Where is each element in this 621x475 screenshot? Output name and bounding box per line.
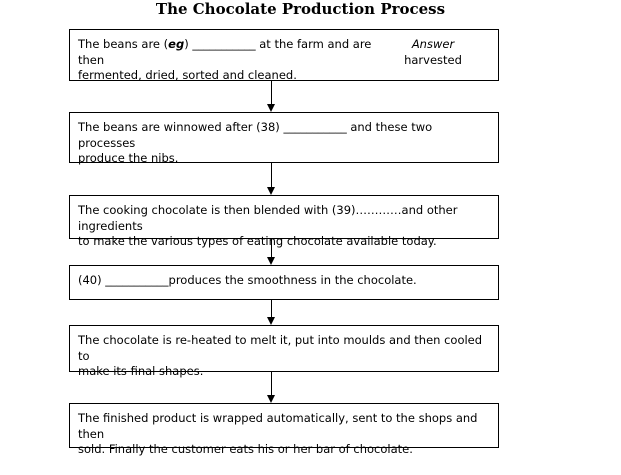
answer-value: harvested bbox=[404, 52, 462, 67]
step-4-after-blank: produces the smoothness in the chocolate… bbox=[168, 273, 417, 287]
step-text-2: The beans are winnowed after (38) ______… bbox=[78, 120, 490, 167]
step-4-pre: (40) bbox=[78, 273, 106, 287]
arrow-4 bbox=[267, 300, 275, 325]
answer-example: Answer harvested bbox=[388, 37, 478, 68]
step-1-pre: The beans are ( bbox=[78, 37, 169, 51]
step-text-3: The cooking chocolate is then blended wi… bbox=[78, 203, 490, 250]
step-2-pre: The beans are winnowed after (38) bbox=[78, 120, 284, 134]
page-title: The Chocolate Production Process bbox=[155, 0, 446, 18]
step-1-blank: ___________ bbox=[192, 37, 256, 51]
step-5-line2: make its final shapes. bbox=[78, 364, 204, 378]
step-3-line1: The cooking chocolate is then blended wi… bbox=[78, 203, 458, 233]
arrow-5 bbox=[267, 372, 275, 403]
step-4-blank: ___________ bbox=[105, 273, 169, 287]
step-2-after-blank: and these two processes bbox=[78, 120, 433, 150]
step-5-line1: The chocolate is re-heated to melt it, p… bbox=[78, 333, 483, 363]
arrow-2 bbox=[267, 163, 275, 195]
step-2-line2: produce the nibs. bbox=[78, 151, 179, 165]
step-text-6: The finished product is wrapped automati… bbox=[78, 411, 490, 458]
step-box-3: The cooking chocolate is then blended wi… bbox=[69, 195, 499, 248]
step-3-line2: to make the various types of eating choc… bbox=[78, 234, 437, 248]
step-6-line1: The finished product is wrapped automati… bbox=[78, 411, 478, 441]
step-box-5: The chocolate is re-heated to melt it, p… bbox=[69, 325, 499, 378]
step-1-post-eg: ) bbox=[184, 37, 193, 51]
step-1-line2: fermented, dried, sorted and cleaned. bbox=[78, 68, 297, 82]
arrow-3 bbox=[267, 239, 275, 265]
step-box-6: The finished product is wrapped automati… bbox=[69, 403, 499, 456]
step-2-blank: ___________ bbox=[283, 120, 347, 134]
step-text-1: The beans are (eg) ___________ at the fa… bbox=[78, 37, 380, 84]
step-box-2: The beans are winnowed after (38) ______… bbox=[69, 112, 499, 165]
step-1-eg: eg bbox=[168, 37, 185, 51]
step-text-4: (40) ___________produces the smoothness … bbox=[78, 273, 490, 289]
step-box-4: (40) ___________produces the smoothness … bbox=[69, 265, 499, 300]
step-1-after-blank: at the farm and are then bbox=[78, 37, 372, 67]
answer-label: Answer bbox=[411, 37, 455, 51]
arrow-1 bbox=[267, 81, 275, 112]
step-box-1: The beans are (eg) ___________ at the fa… bbox=[69, 29, 499, 84]
step-text-5: The chocolate is re-heated to melt it, p… bbox=[78, 333, 490, 380]
step-6-line2: sold. Finally the customer eats his or h… bbox=[78, 442, 413, 456]
